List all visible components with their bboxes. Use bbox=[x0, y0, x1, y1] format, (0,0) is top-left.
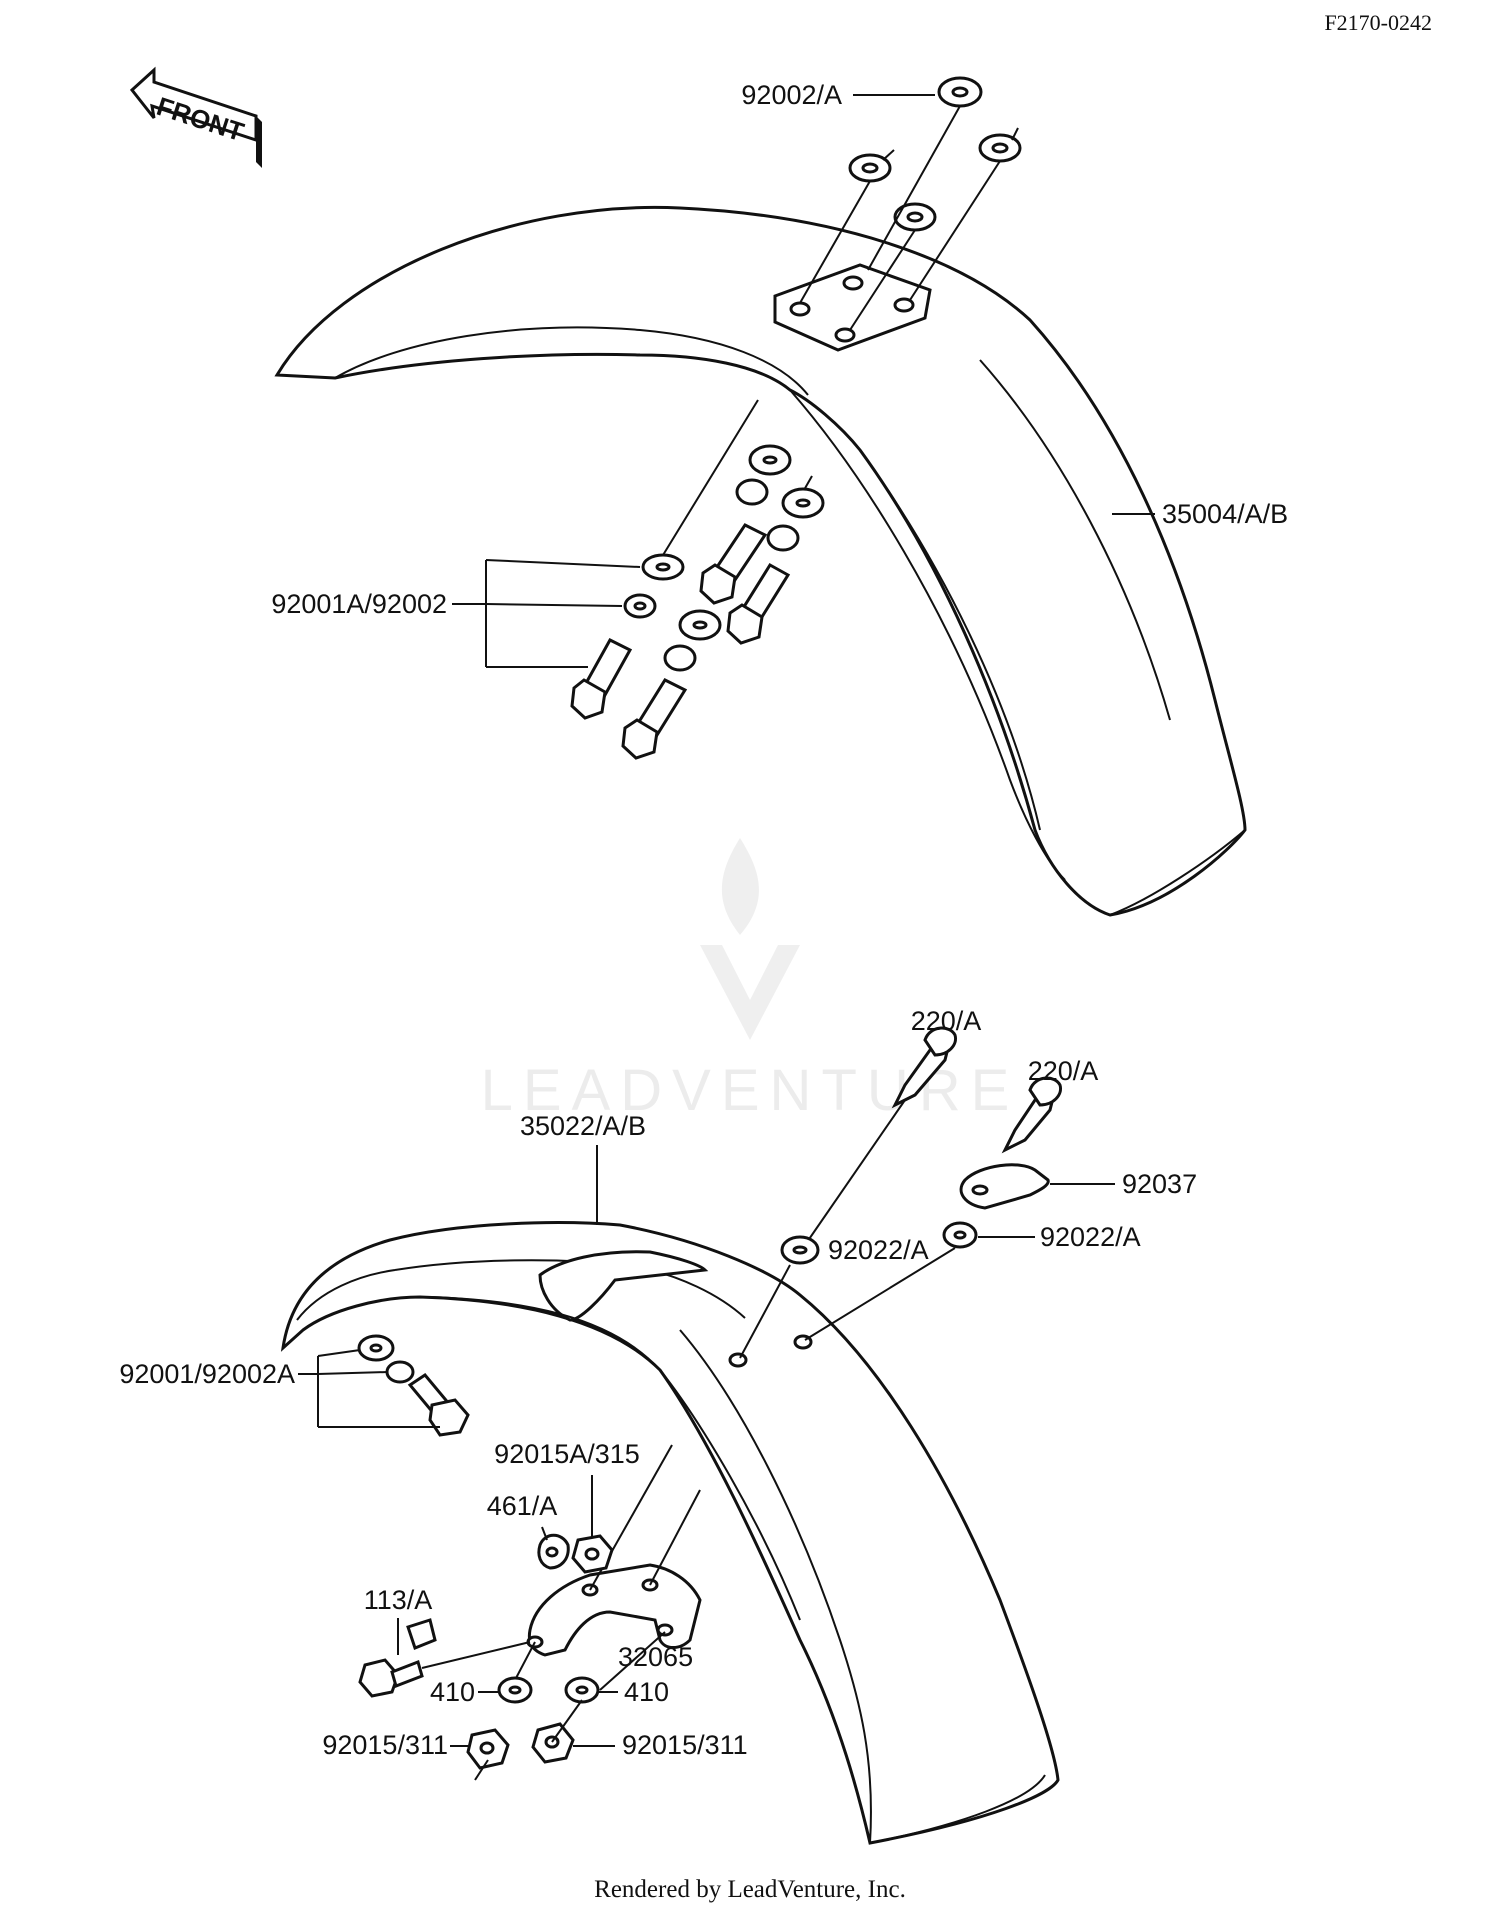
diagram-code: F2170-0242 bbox=[1324, 10, 1432, 35]
label-92002a-top: 92002/A bbox=[741, 80, 842, 110]
label-35004: 35004/A/B bbox=[1162, 499, 1288, 529]
bolt-group-upper bbox=[570, 399, 825, 760]
label-32065: 32065 bbox=[618, 1642, 693, 1672]
label-461a: 461/A bbox=[487, 1491, 558, 1521]
bracket-32065 bbox=[514, 1444, 702, 1691]
label-92022a-1: 92022/A bbox=[828, 1235, 929, 1265]
footer-credit: Rendered by LeadVenture, Inc. bbox=[594, 1876, 906, 1903]
label-92022a-2: 92022/A bbox=[1040, 1222, 1141, 1252]
label-92037: 92037 bbox=[1122, 1169, 1197, 1199]
front-fender-lower bbox=[280, 1221, 1060, 1845]
bolt-group-lower-top bbox=[739, 1026, 1063, 1359]
label-92001-92002a: 92001/92002A bbox=[119, 1359, 295, 1389]
label-113a: 113/A bbox=[364, 1585, 433, 1615]
label-410-2: 410 bbox=[624, 1677, 669, 1707]
bolt-group-lower-left bbox=[357, 1334, 470, 1437]
label-92001a-92002: 92001A/92002 bbox=[271, 589, 447, 619]
label-220a-1: 220/A bbox=[911, 1006, 982, 1036]
label-92015-311-1: 92015/311 bbox=[322, 1730, 448, 1760]
label-92015a-315: 92015A/315 bbox=[494, 1439, 640, 1469]
washer-group-top bbox=[799, 76, 1022, 331]
front-fender-upper bbox=[274, 205, 1247, 917]
watermark: LEADVENTURE bbox=[481, 838, 1009, 1123]
label-35022: 35022/A/B bbox=[520, 1111, 646, 1141]
front-arrow-icon: FRONT bbox=[129, 66, 262, 168]
fastener-group-lower bbox=[358, 1533, 614, 1781]
label-92015-311-2: 92015/311 bbox=[622, 1730, 748, 1760]
label-220a-2: 220/A bbox=[1028, 1056, 1099, 1086]
label-410-1: 410 bbox=[430, 1677, 475, 1707]
